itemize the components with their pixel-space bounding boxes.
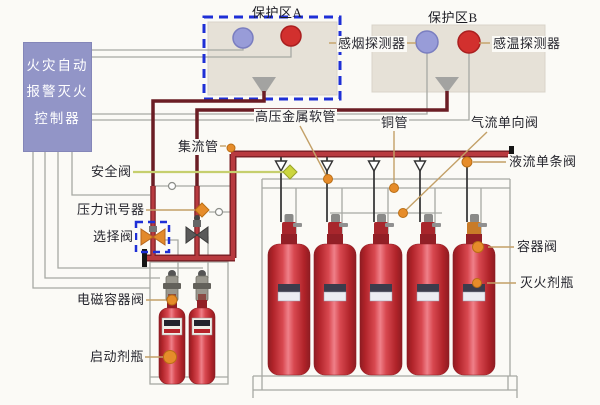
nozzle-b-icon bbox=[435, 77, 459, 93]
label-starter-bottle: 启动剂瓶 bbox=[89, 349, 146, 365]
zone-a-highlight-box bbox=[202, 15, 342, 101]
heat-detector-a-icon bbox=[280, 25, 302, 47]
component-markers bbox=[163, 143, 484, 364]
starter-bottle bbox=[158, 270, 186, 385]
zone-a-room bbox=[207, 21, 338, 96]
check-valve-icons bbox=[274, 160, 427, 173]
manifold-marker bbox=[226, 143, 236, 153]
container-valve-marker bbox=[472, 241, 484, 253]
agent-cylinder bbox=[452, 214, 496, 376]
label-container-valve: 容器阀 bbox=[516, 239, 559, 255]
smoke-detector-a-icon bbox=[232, 27, 254, 49]
label-leader-lines bbox=[143, 42, 516, 358]
agent-bottle-marker bbox=[472, 278, 482, 288]
label-agent-bottle: 灭火剂瓶 bbox=[519, 275, 576, 291]
zone-a-title: 保护区A bbox=[252, 5, 303, 20]
starter-bottles bbox=[158, 270, 216, 385]
agent-cylinder bbox=[267, 214, 311, 376]
fire-alarm-controller: 火灾自动 报警灭火 控制器 bbox=[23, 42, 92, 152]
label-selector-valve: 选择阀 bbox=[92, 229, 135, 245]
label-heat-detector: 感温探测器 bbox=[492, 36, 562, 52]
label-safety-valve: 安全阀 bbox=[90, 164, 133, 180]
nozzle-a-icon bbox=[252, 77, 276, 95]
zone-b-title: 保护区B bbox=[428, 10, 478, 25]
agent-cylinder bbox=[313, 214, 357, 376]
hp-hose-marker bbox=[323, 174, 333, 184]
copper-pipe-marker bbox=[389, 183, 399, 193]
liquid-check-valve-marker bbox=[461, 156, 473, 168]
label-manifold: 集流管 bbox=[177, 139, 220, 155]
label-copper-pipe: 铜管 bbox=[380, 115, 410, 131]
label-gas-check-valve: 气流单向阀 bbox=[470, 115, 540, 131]
starter-bottle-marker bbox=[163, 350, 177, 364]
label-smoke-detector: 感烟探测器 bbox=[337, 36, 407, 52]
gauge-icon bbox=[167, 181, 177, 191]
gauge-icon bbox=[214, 207, 224, 217]
label-liquid-check-valve: 液流单条阀 bbox=[508, 154, 578, 170]
agent-cylinder bbox=[406, 214, 450, 376]
solenoid-valve-marker bbox=[166, 294, 178, 306]
pressure-signal-icon bbox=[194, 202, 210, 218]
starter-bottle bbox=[188, 270, 216, 385]
agent-cylinders bbox=[267, 214, 496, 376]
selector-valve-a-icon bbox=[140, 226, 166, 246]
control-wires bbox=[32, 43, 470, 289]
heat-detector-b-icon bbox=[457, 30, 481, 54]
smoke-detector-b-icon bbox=[415, 30, 439, 54]
label-solenoid-container-valve: 电磁容器阀 bbox=[76, 292, 146, 308]
label-hp-hose: 高压金属软管 bbox=[254, 109, 338, 125]
gas-check-valve-marker bbox=[398, 208, 408, 218]
agent-cylinder bbox=[359, 214, 403, 376]
selector-valve-b-icon bbox=[185, 215, 209, 244]
distribution-end-cap bbox=[142, 249, 147, 267]
safety-valve-icon bbox=[282, 164, 298, 180]
selector-valve-highlight-box bbox=[134, 220, 171, 254]
label-pressure-signal: 压力讯号器 bbox=[76, 202, 146, 218]
